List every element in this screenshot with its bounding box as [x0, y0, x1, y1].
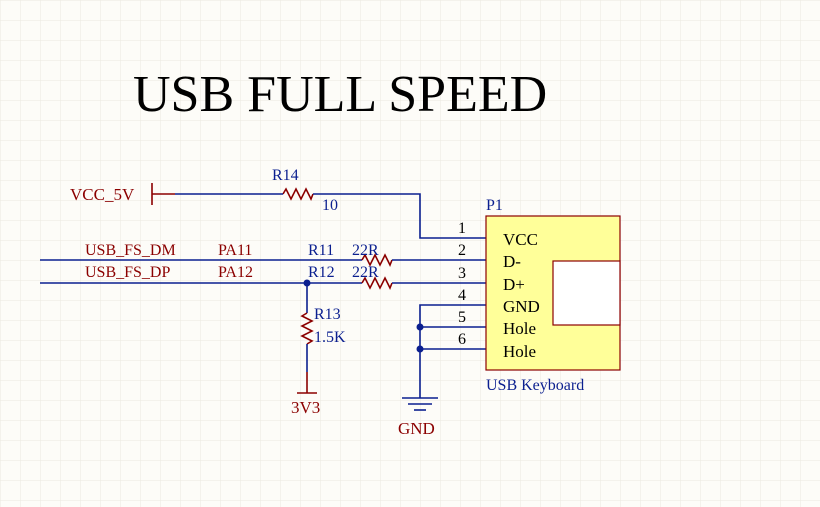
sheet-title: USB FULL SPEED [133, 66, 547, 123]
pin-5-name: Hole [503, 319, 536, 338]
pin-3-name: D+ [503, 275, 525, 294]
resistor-r14[interactable]: R14 10 [272, 167, 338, 214]
resistor-r13[interactable]: R13 1.5K [300, 306, 346, 346]
net-dm[interactable]: USB_FS_DM PA11 [40, 242, 362, 261]
r13-body [300, 312, 314, 345]
wire-gnd [419, 304, 486, 398]
r14-body [282, 187, 314, 201]
r11-designator: R11 [308, 242, 334, 259]
pin-6-name: Hole [503, 342, 536, 361]
pin-4-number: 4 [458, 287, 466, 304]
pin-6-number: 6 [458, 331, 466, 348]
net-label-dm: USB_FS_DM [85, 242, 176, 259]
ground-symbol[interactable]: GND [398, 397, 438, 438]
junction-pin5 [416, 323, 424, 331]
r12-designator: R12 [308, 264, 335, 281]
r11-value: 22R [352, 242, 379, 259]
pin-4-name: GND [503, 297, 540, 316]
r14-designator: R14 [272, 167, 299, 184]
pin-1-number: 1 [458, 220, 466, 237]
pin-2-name: D- [503, 252, 521, 271]
vcc-label: VCC_5V [70, 185, 135, 204]
r13-designator: R13 [314, 306, 341, 323]
connector-p1[interactable]: P1 USB Keyboard 1 VCC 2 D- 3 D+ 4 GND 5 … [458, 197, 621, 394]
p1-receptacle [552, 260, 621, 326]
pin-1-name: VCC [503, 230, 538, 249]
3v3-label: 3V3 [291, 398, 320, 417]
junction-pin6 [416, 345, 424, 353]
port-label-pa11: PA11 [218, 242, 252, 259]
r13-value: 1.5K [314, 329, 346, 346]
r12-body [361, 276, 393, 290]
port-label-pa12: PA12 [218, 264, 253, 281]
pin-2-number: 2 [458, 242, 466, 259]
resistor-r11[interactable]: R11 22R [308, 242, 393, 267]
r14-value: 10 [322, 197, 338, 214]
resistor-r12[interactable]: R12 22R [308, 264, 393, 290]
wire-vcc-right [313, 193, 486, 239]
net-label-dp: USB_FS_DP [85, 264, 170, 281]
vcc-5v-power-port[interactable]: VCC_5V [70, 183, 175, 205]
power-port-3v3[interactable]: 3V3 [291, 372, 320, 417]
pin-5-number: 5 [458, 309, 466, 326]
p1-designator: P1 [486, 197, 503, 214]
gnd-label: GND [398, 419, 435, 438]
r12-value: 22R [352, 264, 379, 281]
pin-3-number: 3 [458, 265, 466, 282]
p1-comment: USB Keyboard [486, 377, 584, 394]
r11-body [361, 253, 393, 267]
